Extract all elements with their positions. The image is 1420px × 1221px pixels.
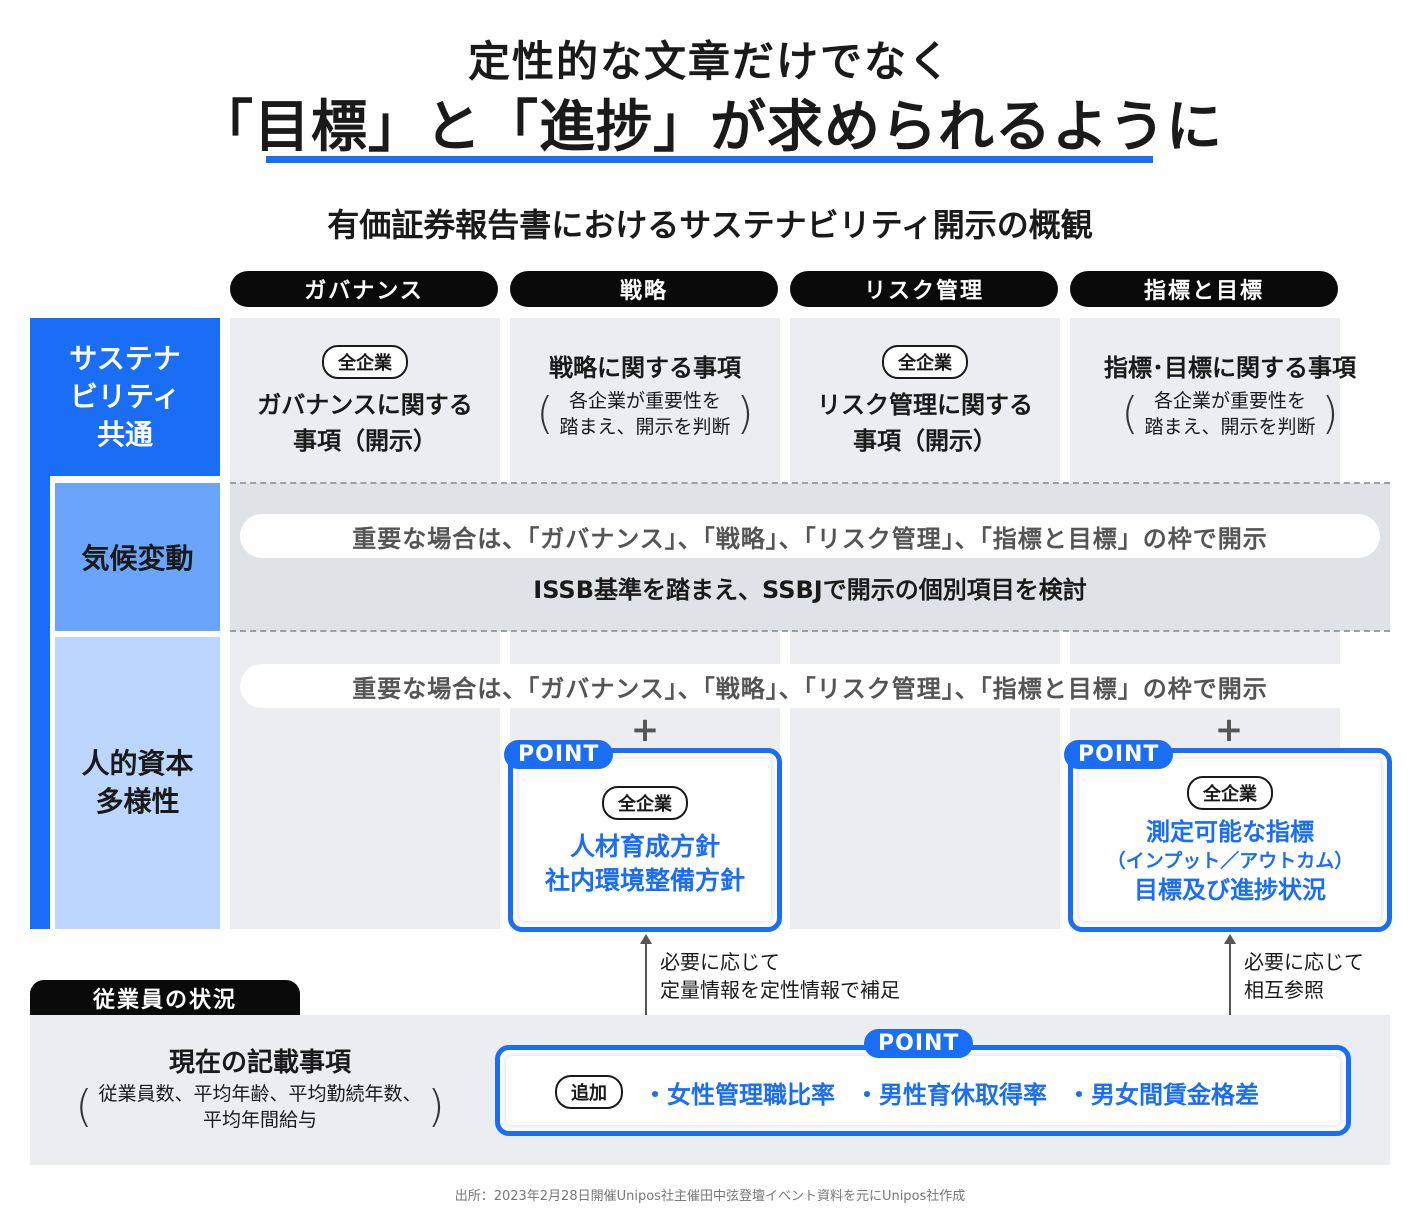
row-label-line: 人的資本 — [81, 747, 194, 780]
right-paren-icon: ) — [1321, 388, 1339, 439]
point-line: 人材育成方針 — [569, 832, 720, 861]
point-tag: POINT — [1064, 740, 1174, 769]
dashed-divider-bottom — [230, 630, 1390, 632]
point-box-metrics — [1068, 748, 1392, 932]
point-strategy-content: 全企業 人材育成方針 社内環境整備方針 — [508, 786, 782, 898]
arrow-note-line: 定量情報を定性情報で補足 — [660, 978, 900, 1002]
left-paren-icon: ( — [536, 388, 554, 439]
left-paren-icon: ( — [1121, 388, 1139, 439]
point-line: 社内環境整備方針 — [544, 866, 745, 895]
column-header-risk: リスク管理 — [790, 271, 1058, 307]
column-header-metrics: 指標と目標 — [1070, 271, 1338, 307]
point-tag: POINT — [504, 740, 614, 769]
row-label-line: サステナ — [69, 342, 181, 375]
right-paren-icon: ) — [427, 1081, 445, 1132]
point-box-employee — [495, 1045, 1351, 1136]
row-label-line: 多様性 — [95, 785, 180, 818]
point-line: 測定可能な指標 — [1146, 818, 1314, 846]
cell-text-line: ガバナンスに関する — [257, 391, 473, 419]
cell-text: リスク管理に関する 事項（開示） — [790, 387, 1060, 459]
left-paren-icon: ( — [75, 1081, 93, 1132]
dashed-divider-top — [230, 482, 1390, 484]
all-companies-badge: 全企業 — [882, 345, 968, 379]
row-label-line: ビリティ — [69, 380, 181, 413]
row-label-line: 共通 — [96, 418, 153, 451]
point-line: 目標及び進捗状況 — [1134, 876, 1326, 904]
current-items-note: 従業員数、平均年齢、平均勤続年数、 平均年間給与 — [98, 1081, 421, 1133]
row-label-human-capital: 人的資本 多様性 — [55, 637, 220, 929]
arrow-note-line: 必要に応じて — [1244, 950, 1364, 974]
cell-risk: 全企業 リスク管理に関する 事項（開示） — [790, 345, 1060, 459]
cell-text-line: リスク管理に関する — [817, 391, 1033, 419]
plus-icon: + — [630, 710, 660, 750]
all-companies-badge: 全企業 — [1187, 776, 1273, 810]
cell-text: ガバナンスに関する 事項（開示） — [230, 387, 500, 459]
addition-item: ・男女間賃金格差 — [1067, 1080, 1259, 1109]
cell-strategy: 戦略に関する事項 ( 各企業が重要性を 踏まえ、開示を判断 ) — [510, 350, 780, 440]
cell-note-line: 各企業が重要性を — [568, 390, 721, 412]
column-header-governance: ガバナンス — [230, 271, 498, 307]
arrow-note-right: 必要に応じて 相互参照 — [1244, 948, 1364, 1004]
cell-note: 各企業が重要性を 踏まえ、開示を判断 — [559, 388, 730, 440]
add-badge: 追加 — [555, 1075, 623, 1109]
cell-title: 指標･目標に関する事項 — [1104, 354, 1356, 382]
employee-additions: 追加 ・女性管理職比率 ・男性育休取得率 ・男女間賃金格差 — [555, 1072, 1259, 1112]
cell-text-line: 事項（開示） — [293, 427, 437, 455]
headline-underline — [266, 156, 1153, 163]
source-note: 出所：2023年2月28日開催Unipos社主催田中弦登壇イベント資料を元にUn… — [454, 1189, 966, 1204]
point-tag: POINT — [864, 1029, 974, 1058]
cell-note-line: 踏まえ、開示を判断 — [1144, 416, 1316, 438]
row-label-sustainability: サステナ ビリティ 共通 — [30, 318, 220, 476]
all-companies-badge: 全企業 — [602, 786, 688, 820]
row-label-climate: 気候変動 — [55, 483, 220, 631]
current-note-line: 従業員数、平均年齢、平均勤続年数、 — [98, 1083, 422, 1105]
row-bracket-strip — [30, 476, 50, 929]
right-paren-icon: ) — [736, 388, 754, 439]
point-line: （インプット／アウトカム） — [1106, 850, 1354, 872]
arrow-note-line: 必要に応じて — [660, 950, 780, 974]
human-capital-disclosure-pill: 重要な場合は、「ガバナンス」、「戦略」、「リスク管理」、「指標と目標」の枠で開示 — [240, 664, 1380, 708]
climate-disclosure-pill: 重要な場合は、「ガバナンス」、「戦略」、「リスク管理」、「指標と目標」の枠で開示 — [240, 514, 1380, 558]
plus-icon: + — [1214, 710, 1244, 750]
cell-note-line: 踏まえ、開示を判断 — [559, 416, 731, 438]
current-items-title: 現在の記載事項 — [168, 1048, 351, 1078]
current-note-line: 平均年間給与 — [202, 1109, 317, 1131]
cell-note: 各企業が重要性を 踏まえ、開示を判断 — [1144, 388, 1315, 440]
cell-note-line: 各企業が重要性を — [1153, 390, 1306, 412]
cell-title: 戦略に関する事項 — [549, 354, 741, 382]
current-items: 現在の記載事項 ( 従業員数、平均年齢、平均勤続年数、 平均年間給与 ) — [50, 1042, 470, 1133]
point-metrics-content: 全企業 測定可能な指標 （インプット／アウトカム） 目標及び進捗状況 — [1068, 776, 1392, 906]
cell-governance: 全企業 ガバナンスに関する 事項（開示） — [230, 345, 500, 459]
addition-item: ・女性管理職比率 — [643, 1080, 835, 1109]
arrow-note-left: 必要に応じて 定量情報を定性情報で補足 — [660, 948, 900, 1004]
issb-text: ISSB基準を踏まえ、SSBJで開示の個別項目を検討 — [533, 576, 1087, 604]
all-companies-badge: 全企業 — [322, 345, 408, 379]
column-header-strategy: 戦略 — [510, 271, 778, 307]
cell-text-line: 事項（開示） — [853, 427, 997, 455]
headline-line2: 「目標」と「進捗」が求められるように — [197, 95, 1223, 160]
addition-item: ・男性育休取得率 — [855, 1080, 1047, 1109]
diagram-subtitle: 有価証券報告書におけるサステナビリティ開示の概観 — [327, 206, 1093, 244]
arrow-note-line: 相互参照 — [1244, 978, 1324, 1002]
cell-metrics: 指標･目標に関する事項 ( 各企業が重要性を 踏まえ、開示を判断 ) — [1070, 350, 1390, 440]
point-box-strategy — [508, 748, 782, 932]
headline-line1: 定性的な文章だけでなく — [467, 37, 952, 86]
employee-section-tab: 従業員の状況 — [30, 980, 300, 1016]
